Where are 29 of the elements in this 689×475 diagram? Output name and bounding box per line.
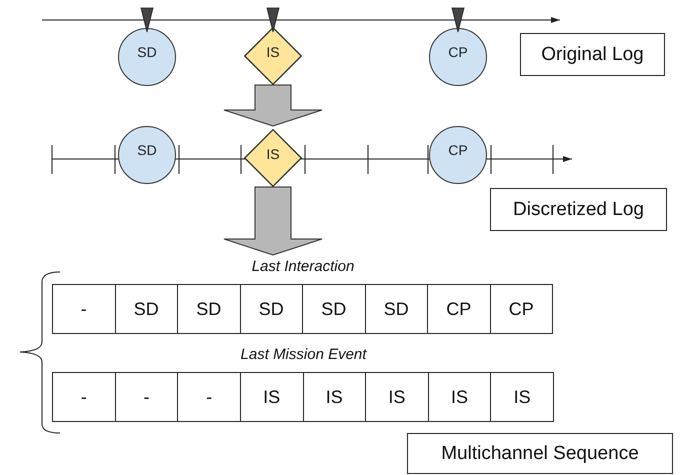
table-cell: IS xyxy=(365,372,429,422)
table-cell: - xyxy=(52,284,116,334)
table-cell: CP xyxy=(490,284,553,334)
row-heading: Last Interaction xyxy=(250,258,356,275)
table-cell: SD xyxy=(240,284,303,334)
block-arrow xyxy=(224,186,322,256)
stage-label: Discretized Log xyxy=(490,188,667,231)
table-cell: - xyxy=(177,372,241,422)
event-circle: SD xyxy=(118,126,176,184)
event-circle: CP xyxy=(429,28,487,86)
table-cell: SD xyxy=(364,284,428,334)
event-circle: CP xyxy=(429,126,487,184)
table-cell: SD xyxy=(114,284,178,334)
table-cell: SD xyxy=(302,284,366,334)
table-cell: CP xyxy=(427,284,490,334)
event-circle: SD xyxy=(118,28,176,86)
block-arrow xyxy=(224,84,322,127)
table-cell: - xyxy=(52,372,116,422)
row-heading: Last Mission Event xyxy=(240,346,368,363)
table-cell: SD xyxy=(177,284,240,334)
event-diamond: IS xyxy=(244,129,302,187)
table-cell: - xyxy=(114,372,178,422)
table-cell: IS xyxy=(240,372,304,422)
stage-label: Multichannel Sequence xyxy=(407,433,673,474)
table-cell: IS xyxy=(302,372,366,422)
stage-label: Original Log xyxy=(520,33,665,76)
table-cell: IS xyxy=(428,372,492,422)
table-cell: IS xyxy=(490,372,554,422)
event-diamond: IS xyxy=(244,27,302,85)
